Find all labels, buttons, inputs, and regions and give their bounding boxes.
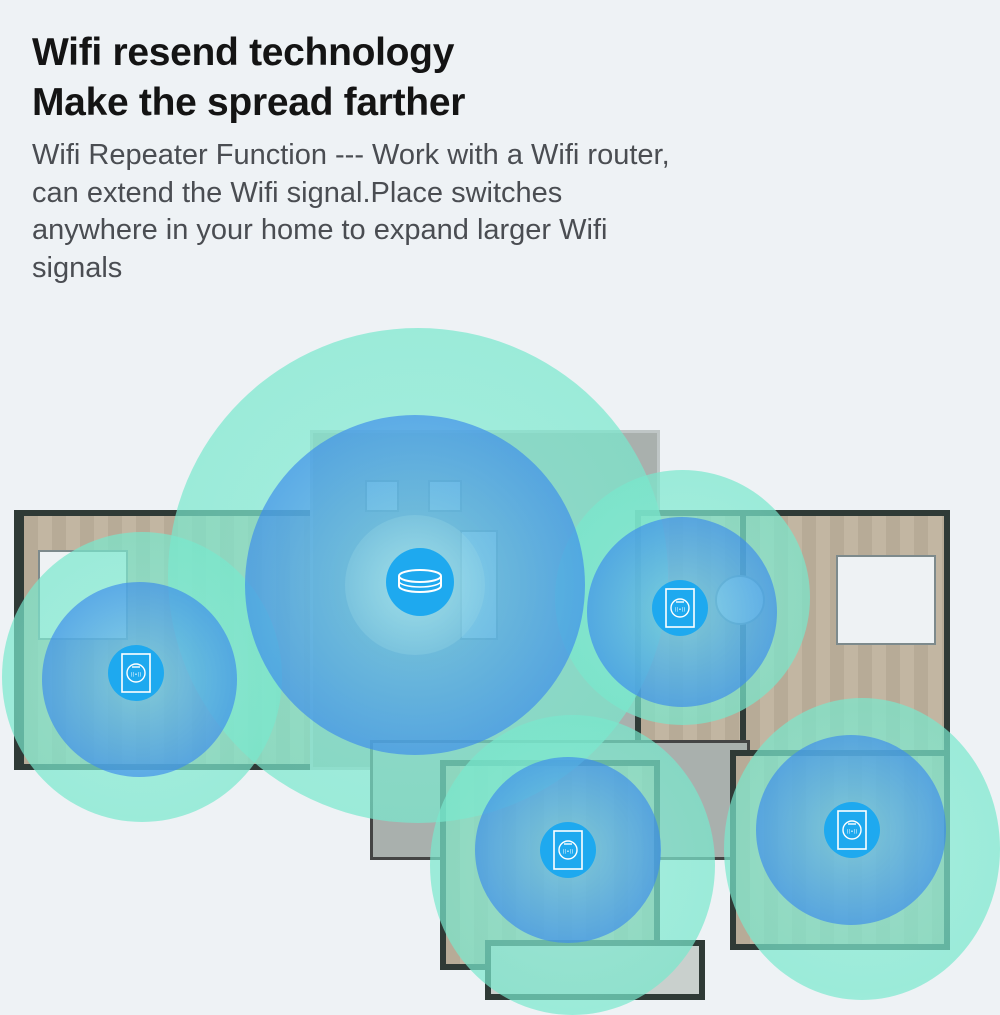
headline-line-2: Make the spread farther <box>32 81 466 124</box>
headline: Wifi resend technology Make the spread f… <box>32 28 465 128</box>
wifi-switch-icon: ((•)) <box>652 580 708 636</box>
svg-text:((•)): ((•)) <box>847 829 858 835</box>
wifi-switch-icon: ((•)) <box>108 645 164 701</box>
bed-master <box>836 555 936 645</box>
description-text: Wifi Repeater Function --- Work with a W… <box>32 139 670 284</box>
svg-text:((•)): ((•)) <box>563 849 574 855</box>
svg-text:((•)): ((•)) <box>675 607 686 613</box>
wifi-switch-icon: ((•)) <box>540 822 596 878</box>
svg-text:((•)): ((•)) <box>131 672 142 678</box>
wifi-switch-icon: ((•)) <box>824 802 880 858</box>
floor-plan-illustration: ((•)) ((•)) ((•)) ((•)) <box>0 320 1000 1015</box>
router-icon <box>386 548 454 616</box>
headline-line-1: Wifi resend technology <box>32 31 455 74</box>
